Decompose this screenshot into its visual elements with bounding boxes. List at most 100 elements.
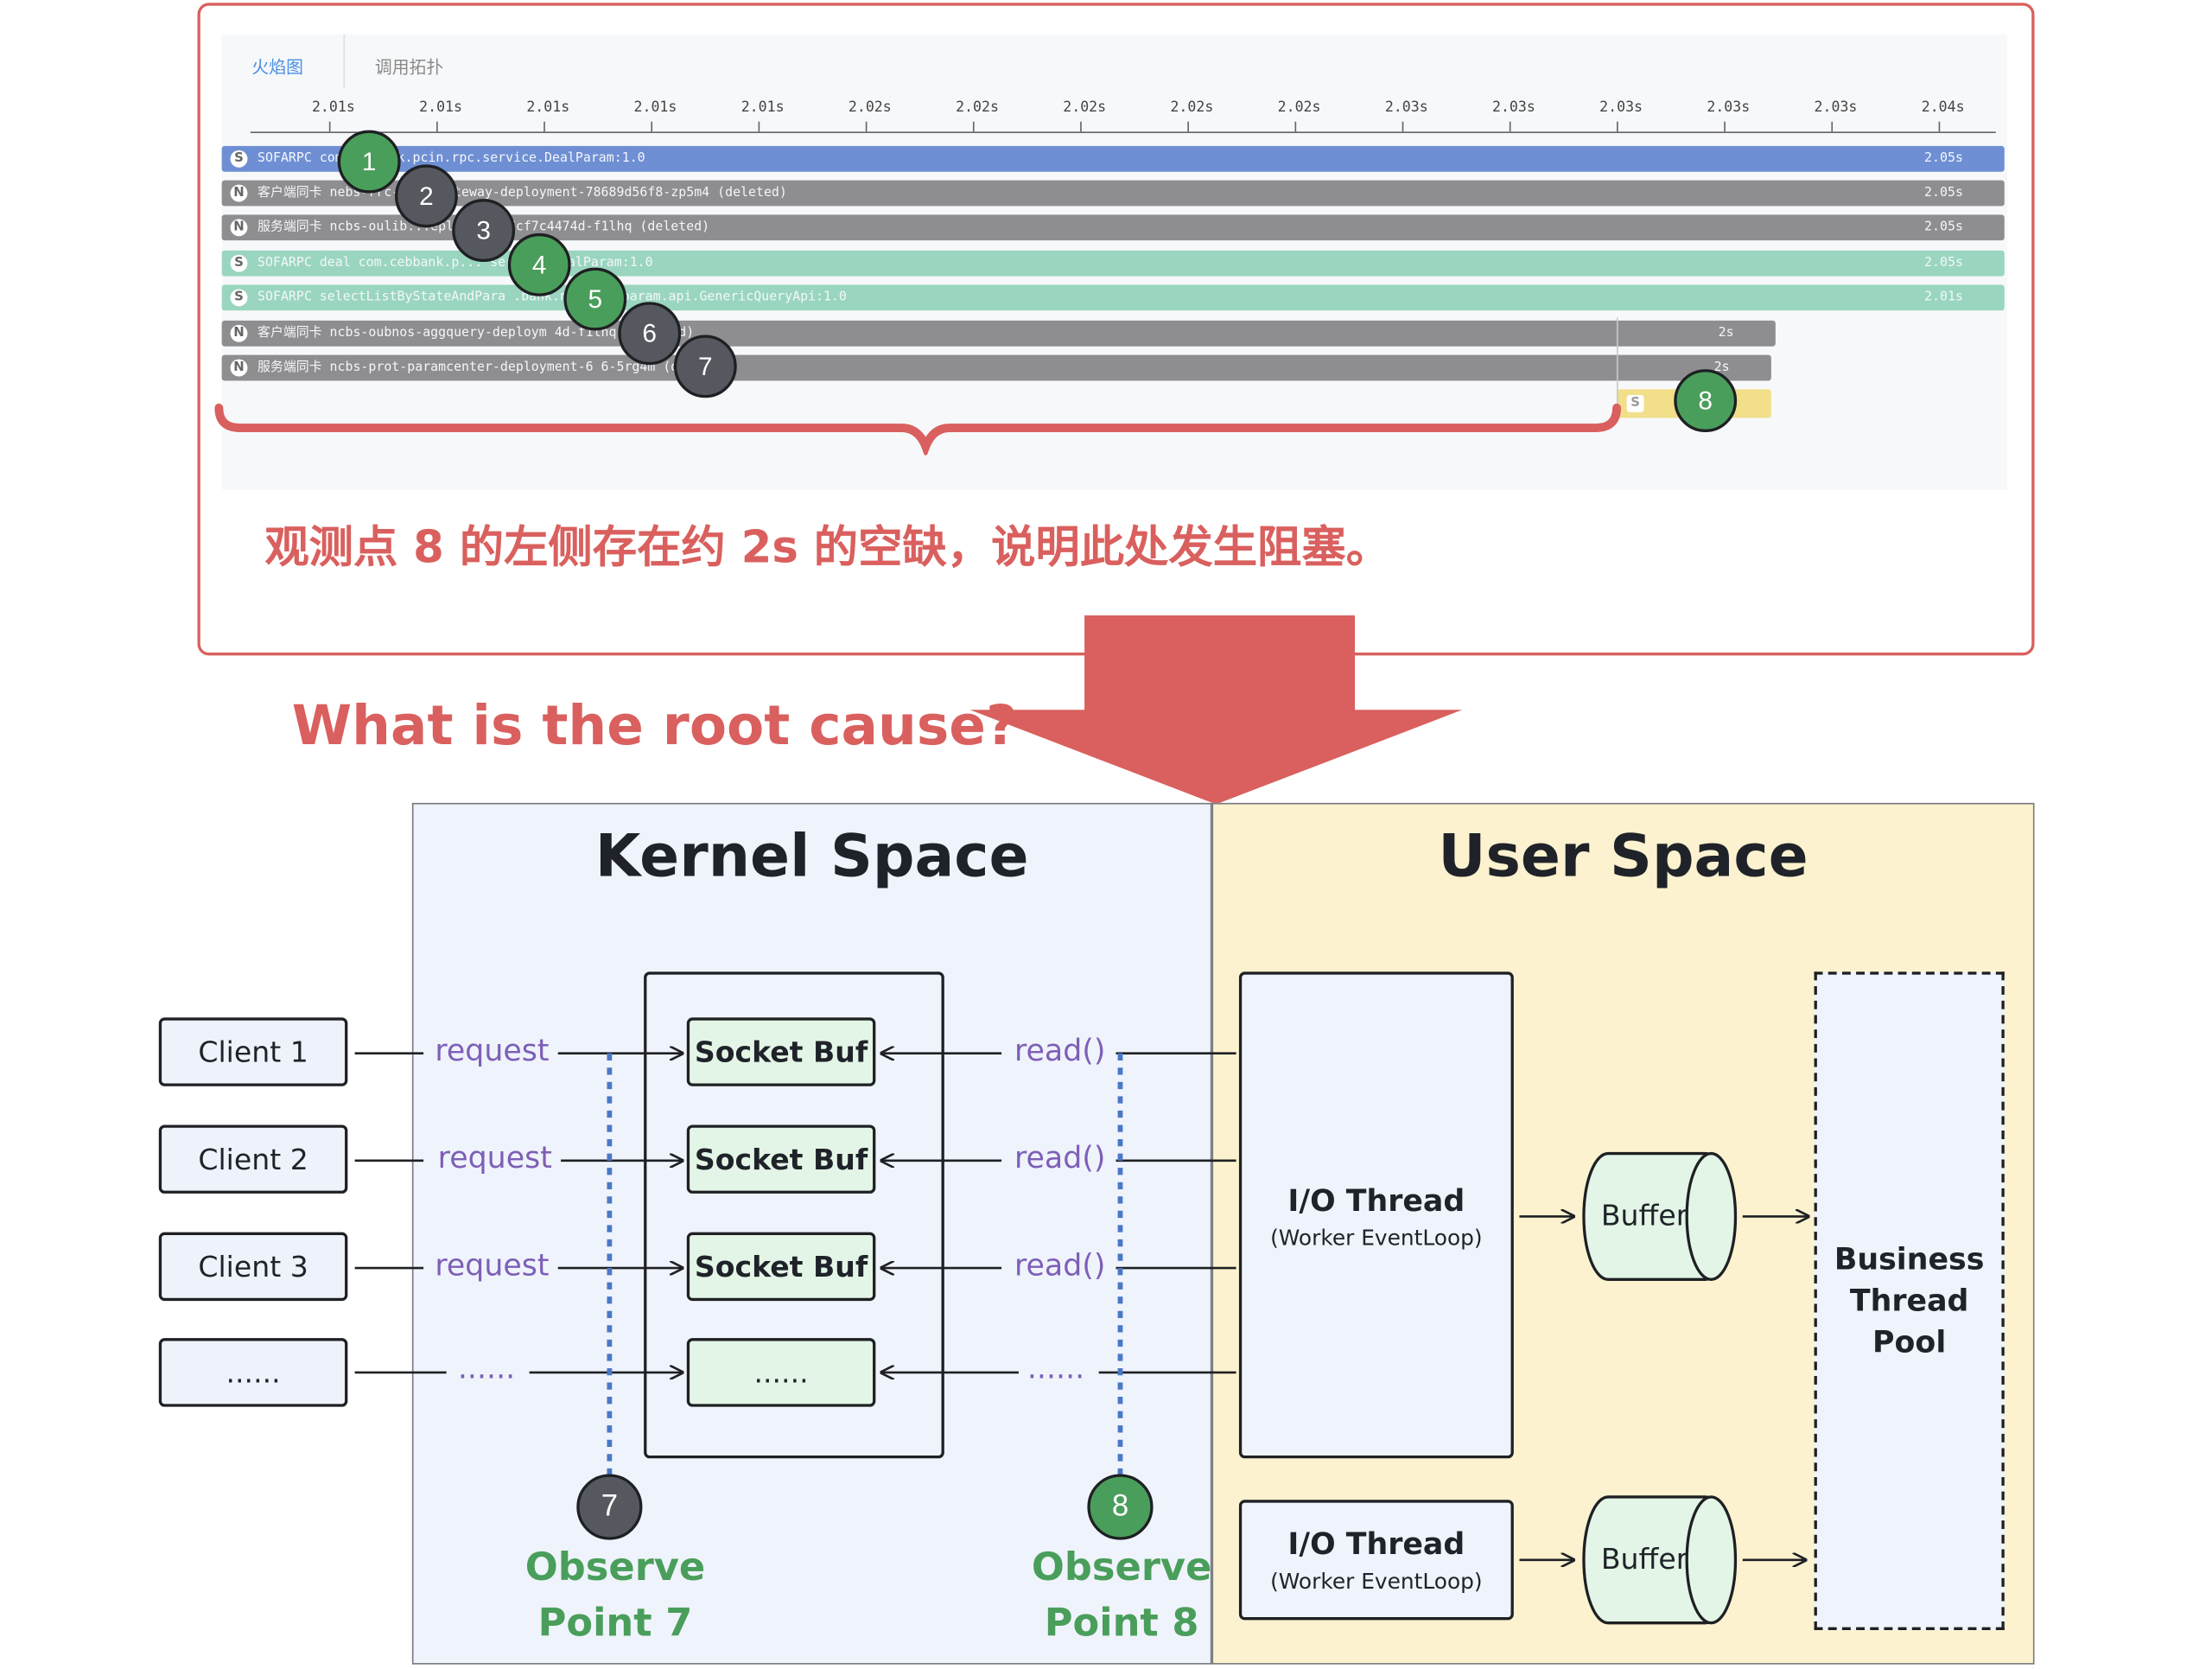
kernel-space-title: Kernel Space	[594, 821, 1029, 890]
trace-marker-5: 5	[563, 267, 627, 331]
observe-point-8-label: Observe	[1031, 1545, 1212, 1590]
trace-span-row[interactable]	[221, 214, 2005, 241]
timeline-tick	[758, 121, 760, 132]
gap-brace	[214, 403, 1622, 455]
timeline-tick-label: 2.02s	[1063, 99, 1107, 117]
trace-marker-3: 3	[452, 199, 516, 263]
span-type-badge: S	[230, 289, 248, 307]
timeline-tick-label: 2.02s	[1170, 99, 1214, 117]
span-duration: 2.05s	[1924, 151, 1963, 167]
timeline-tick	[1402, 121, 1404, 132]
span-duration: 2.01s	[1924, 290, 1963, 305]
io-thread-box: I/O Thread (Worker EventLoop)	[1238, 1500, 1514, 1621]
timeline-tick	[1294, 121, 1297, 132]
span-type-badge: S	[230, 254, 248, 272]
buffer-cylinder-icon	[1582, 1495, 1738, 1625]
io-thread-title: I/O Thread	[1287, 1183, 1465, 1219]
timeline-tick	[1509, 121, 1511, 132]
trace-span-row[interactable]	[221, 320, 1776, 347]
span-duration: 2.05s	[1924, 220, 1963, 235]
timeline-tick	[1617, 121, 1618, 132]
gap-divider	[1617, 317, 1618, 421]
socket-buffer: Socket Buf	[686, 1017, 876, 1086]
gap-explanation-note: 观测点 8 的左侧存在约 2s 的空缺，说明此处发生阻塞。	[264, 522, 1391, 574]
observe-point-7-label: Point 7	[537, 1601, 693, 1647]
timeline-tick-label: 2.03s	[1384, 99, 1428, 117]
read-label: read()	[1014, 1247, 1106, 1283]
span-name: 客户端同卡 ncbs-oubnos-aggquery-deploym 4d-f1…	[257, 326, 695, 341]
timeline-tick-label: 2.01s	[633, 99, 677, 117]
request-label: ......	[457, 1351, 516, 1386]
trace-marker-8: 8	[1674, 369, 1738, 433]
request-label: request	[437, 1140, 552, 1175]
span-duration: 2s	[1718, 326, 1734, 341]
trace-marker-4: 4	[507, 233, 571, 296]
timeline-tick-label: 2.02s	[1277, 99, 1321, 117]
buffer-label: Buffer	[1600, 1541, 1688, 1577]
io-thread-subtitle: (Worker EventLoop)	[1270, 1225, 1483, 1252]
socket-buffer: ......	[686, 1338, 876, 1407]
user-space-title: User Space	[1438, 821, 1808, 890]
timeline-tick-label: 2.03s	[1707, 99, 1751, 117]
tab-call-topology[interactable]: 调用拓扑	[374, 57, 444, 78]
client-1-box: Client 1	[158, 1017, 348, 1086]
client-more-box: ......	[158, 1338, 348, 1407]
timeline-tick	[1831, 121, 1834, 132]
timeline-tick-label: 2.04s	[1921, 99, 1965, 117]
span-duration: 2.05s	[1924, 256, 1963, 271]
timeline-tick	[543, 121, 545, 132]
tab-divider	[343, 34, 346, 89]
span-type-badge: N	[230, 184, 248, 202]
timeline-tick-label: 2.03s	[1814, 99, 1858, 117]
timeline-tick	[1080, 121, 1082, 132]
timeline-tick	[1724, 121, 1726, 132]
timeline-tick-label: 2.02s	[956, 99, 999, 117]
buffer-label: Buffer	[1600, 1197, 1688, 1233]
timeline-tick-label: 2.01s	[419, 99, 463, 117]
io-thread-subtitle: (Worker EventLoop)	[1270, 1568, 1483, 1595]
span-type-badge: N	[230, 219, 248, 237]
timeline-tick	[972, 121, 975, 132]
timeline-tick-label: 2.03s	[1599, 99, 1643, 117]
trace-span-row[interactable]	[221, 145, 2005, 172]
socket-buffer: Socket Buf	[686, 1232, 876, 1302]
observe-point-8-label: Point 8	[1044, 1601, 1199, 1647]
io-thread-title: I/O Thread	[1287, 1526, 1465, 1562]
trace-span-row[interactable]	[221, 180, 2005, 207]
span-name: 客户端同卡 nebs-rrc-inaalgateway-deployment-7…	[257, 186, 787, 201]
down-arrow-icon	[969, 615, 1463, 805]
observe-point-7-marker: 7	[576, 1474, 643, 1540]
span-type-badge: S	[230, 150, 248, 168]
trace-marker-6: 6	[618, 302, 682, 366]
socket-buffer-group	[644, 971, 944, 1459]
read-label: read()	[1014, 1033, 1106, 1068]
pool-label-line: Pool	[1872, 1325, 1947, 1360]
business-thread-pool	[1814, 971, 2005, 1630]
timeline-tick-label: 2.02s	[848, 99, 892, 117]
timeline-tick	[1938, 121, 1941, 132]
request-label: request	[435, 1033, 550, 1068]
timeline-tick	[1187, 121, 1189, 132]
trace-marker-1: 1	[337, 130, 401, 194]
buffer-cylinder-icon	[1582, 1151, 1738, 1281]
span-type-badge: S	[1626, 395, 1644, 412]
read-label: read()	[1014, 1140, 1106, 1175]
span-type-badge: N	[230, 324, 248, 342]
socket-buffer: Socket Buf	[686, 1124, 876, 1194]
timeline-tick	[436, 121, 438, 132]
read-label: ......	[1027, 1351, 1085, 1386]
observe-point-8-marker: 8	[1087, 1474, 1154, 1540]
span-name: 服务端同卡 ncbs-prot-paramcenter-deployment-6…	[257, 360, 734, 375]
timeline-axis	[250, 131, 1996, 133]
timeline-tick	[865, 121, 868, 132]
timeline-tick-label: 2.03s	[1491, 99, 1535, 117]
pool-label-line: Thread	[1849, 1284, 1969, 1318]
timeline-tick-label: 2.01s	[741, 99, 785, 117]
observe-point-7-label: Observe	[524, 1545, 706, 1590]
client-3-box: Client 3	[158, 1232, 348, 1302]
timeline-tick-label: 2.01s	[311, 99, 355, 117]
timeline-tick	[328, 121, 331, 132]
io-thread-box: I/O Thread (Worker EventLoop)	[1238, 971, 1514, 1459]
trace-span-row[interactable]	[221, 354, 1771, 381]
tab-flame-graph[interactable]: 火焰图	[251, 57, 304, 78]
